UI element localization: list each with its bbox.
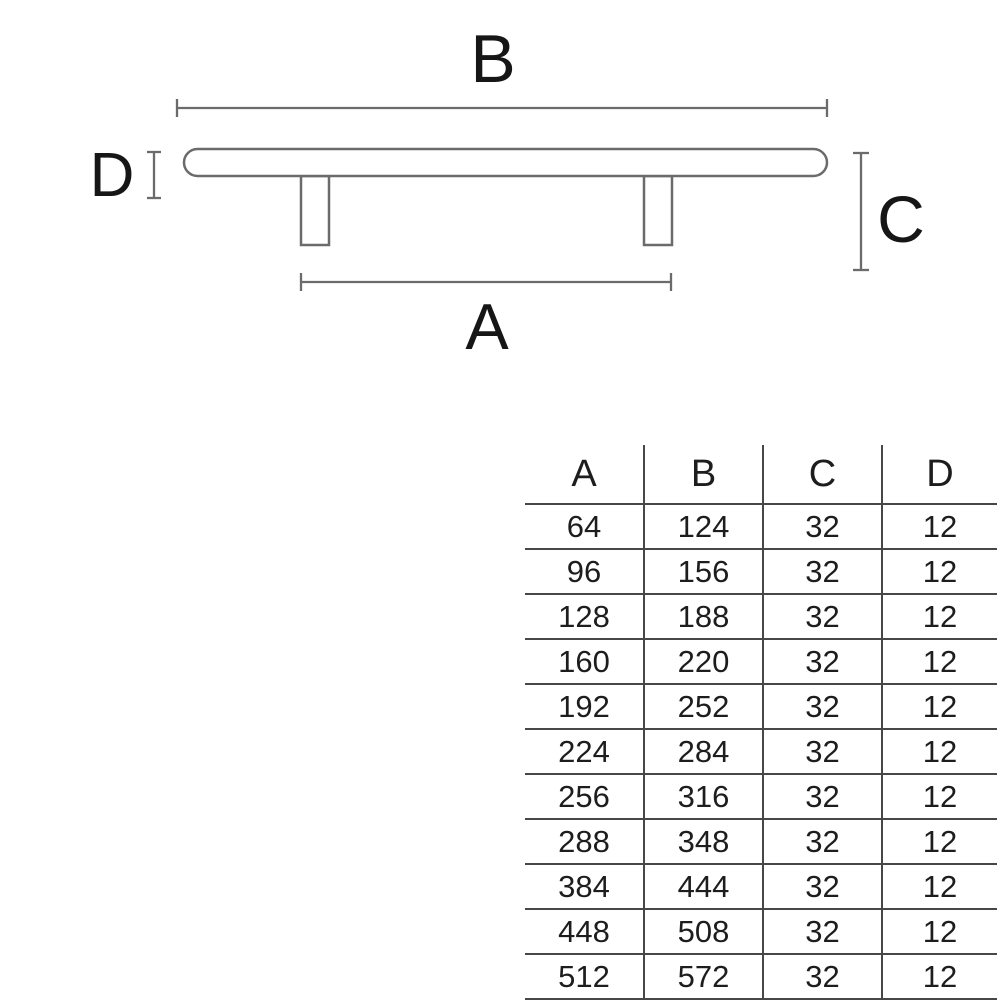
table-cell: 12 <box>881 910 997 953</box>
table-cell: 96 <box>566 553 602 589</box>
table-header-cell-a: A <box>571 452 597 495</box>
table-cell: 508 <box>643 910 762 953</box>
table-row: 448 508 32 12 <box>525 910 997 955</box>
table-header-cell-d: D <box>881 445 997 503</box>
table-header-cell-c: C <box>762 445 881 503</box>
dim-line-a <box>299 273 673 291</box>
table-header-row: A B C D <box>525 445 997 505</box>
table-cell: 32 <box>762 550 881 593</box>
table-cell: 284 <box>643 730 762 773</box>
table-cell: 32 <box>762 505 881 548</box>
table-cell: 12 <box>881 775 997 818</box>
table-cell: 32 <box>762 865 881 908</box>
table-cell: 32 <box>762 595 881 638</box>
handle-post-right <box>642 174 674 247</box>
table-row: 96 156 32 12 <box>525 550 997 595</box>
table-cell: 64 <box>566 508 602 544</box>
table-cell: 32 <box>762 910 881 953</box>
table-cell: 448 <box>558 913 610 949</box>
table-cell: 32 <box>762 820 881 863</box>
table-cell: 224 <box>558 733 610 769</box>
table-row: 192 252 32 12 <box>525 685 997 730</box>
table-cell: 192 <box>558 688 610 724</box>
dim-label-d: D <box>90 141 135 210</box>
table-cell: 32 <box>762 955 881 998</box>
table-cell: 12 <box>881 505 997 548</box>
table-row: 288 348 32 12 <box>525 820 997 865</box>
table-row: 384 444 32 12 <box>525 865 997 910</box>
table-cell: 288 <box>558 823 610 859</box>
dim-line-b <box>175 99 829 117</box>
spec-table: A B C D 64 124 32 12 96 156 32 12 128 18… <box>525 445 997 1000</box>
table-cell: 384 <box>558 868 610 904</box>
table-cell: 256 <box>558 778 610 814</box>
table-cell: 12 <box>881 550 997 593</box>
table-cell: 156 <box>643 550 762 593</box>
table-row: 224 284 32 12 <box>525 730 997 775</box>
table-cell: 32 <box>762 640 881 683</box>
table-cell: 32 <box>762 685 881 728</box>
table-cell: 316 <box>643 775 762 818</box>
table-cell: 348 <box>643 820 762 863</box>
table-cell: 252 <box>643 685 762 728</box>
table-row: 512 572 32 12 <box>525 955 997 1000</box>
table-cell: 12 <box>881 865 997 908</box>
table-cell: 188 <box>643 595 762 638</box>
table-cell: 572 <box>643 955 762 998</box>
dim-label-b: B <box>470 21 515 97</box>
table-cell: 32 <box>762 730 881 773</box>
handle-bar <box>182 147 829 178</box>
table-cell: 32 <box>762 775 881 818</box>
table-cell: 12 <box>881 730 997 773</box>
table-cell: 12 <box>881 595 997 638</box>
dim-label-a: A <box>465 290 509 363</box>
table-row: 128 188 32 12 <box>525 595 997 640</box>
table-row: 160 220 32 12 <box>525 640 997 685</box>
table-cell: 12 <box>881 685 997 728</box>
table-cell: 220 <box>643 640 762 683</box>
table-cell: 160 <box>558 643 610 679</box>
table-cell: 12 <box>881 820 997 863</box>
handle-post-left <box>299 174 331 247</box>
table-cell: 12 <box>881 955 997 998</box>
dim-line-d <box>147 150 161 200</box>
table-cell: 124 <box>643 505 762 548</box>
table-cell: 12 <box>881 640 997 683</box>
table-cell: 128 <box>558 598 610 634</box>
table-cell: 444 <box>643 865 762 908</box>
dim-label-c: C <box>877 182 925 256</box>
handle-diagram: B D C A <box>90 21 925 363</box>
table-header-cell-b: B <box>643 445 762 503</box>
table-row: 64 124 32 12 <box>525 505 997 550</box>
dim-line-c <box>853 151 869 272</box>
table-cell: 512 <box>558 958 610 994</box>
table-row: 256 316 32 12 <box>525 775 997 820</box>
